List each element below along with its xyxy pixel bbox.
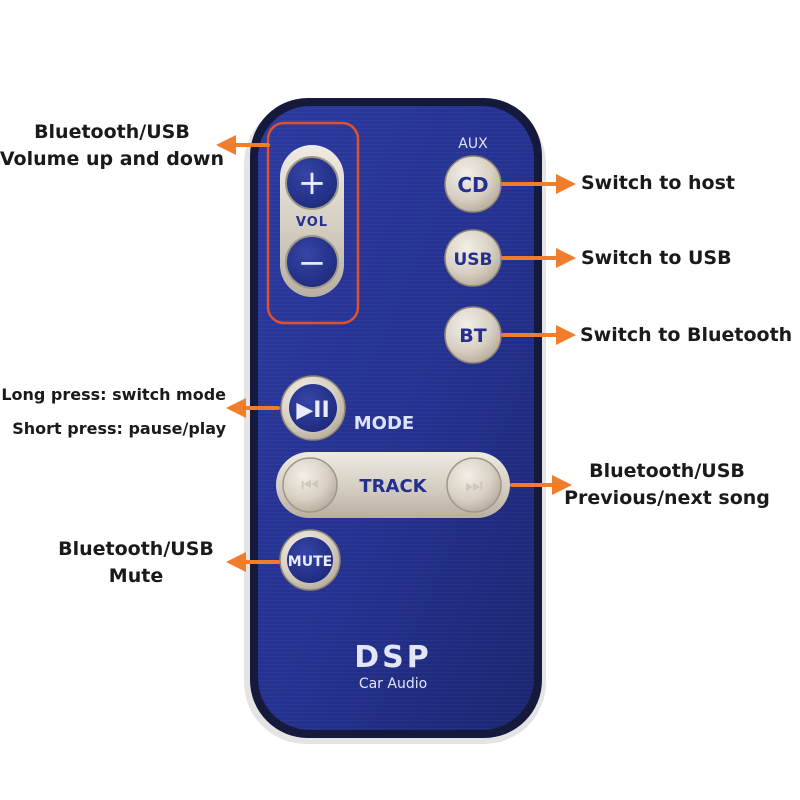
next-icon: ⏭ <box>465 473 483 497</box>
minus-icon: − <box>298 243 327 283</box>
brand-logo: DSP <box>354 640 432 675</box>
cd-button[interactable]: CD <box>444 155 502 213</box>
track-label: TRACK <box>359 476 427 497</box>
next-track-button[interactable]: ⏭ <box>446 457 502 513</box>
cd-button-label: CD <box>457 173 488 197</box>
annotation-volume-line2: Volume up and down <box>0 148 224 170</box>
prev-track-button[interactable]: ⏮ <box>282 457 338 513</box>
mode-label: MODE <box>354 413 414 434</box>
annotation-mute-line2: Mute <box>108 565 164 587</box>
aux-label: AUX <box>458 136 488 152</box>
annotation-bluetooth-text: Switch to Bluetooth <box>580 324 793 346</box>
annotation-mode-line1: Long press: switch mode <box>1 385 226 404</box>
track-rocker <box>276 452 510 518</box>
play-pause-button[interactable]: ▶II <box>280 375 346 441</box>
usb-button-label: USB <box>453 250 492 270</box>
bt-button-label: BT <box>459 325 486 347</box>
annotation-volume: Bluetooth/USB Volume up and down <box>0 119 224 173</box>
play-pause-icon: ▶II <box>296 398 329 423</box>
annotation-usb: Switch to USB <box>581 245 732 272</box>
vol-up-button[interactable]: + <box>285 156 339 210</box>
brand-subtitle: Car Audio <box>359 676 427 692</box>
annotation-host-text: Switch to host <box>581 172 735 194</box>
annotation-mute: Bluetooth/USB Mute <box>58 536 214 590</box>
annotation-host: Switch to host <box>581 170 735 197</box>
annotation-mode-line2: Short press: pause/play <box>12 419 226 438</box>
usb-button[interactable]: USB <box>444 229 502 287</box>
mute-button[interactable]: MUTE <box>279 529 341 591</box>
plus-icon: + <box>298 163 327 203</box>
prev-icon: ⏮ <box>301 473 319 497</box>
bt-button[interactable]: BT <box>444 306 502 364</box>
mute-button-label: MUTE <box>288 554 332 570</box>
annotation-mode: Long press: switch mode Short press: pau… <box>1 378 226 446</box>
vol-down-button[interactable]: − <box>285 235 339 289</box>
annotation-usb-text: Switch to USB <box>581 247 732 269</box>
annotation-arrows <box>216 135 576 572</box>
annotation-mute-line1: Bluetooth/USB <box>58 538 214 560</box>
annotation-volume-line1: Bluetooth/USB <box>34 121 190 143</box>
volume-highlight-box <box>266 121 360 325</box>
annotation-track: Bluetooth/USB Previous/next song <box>564 458 770 512</box>
vol-label: VOL <box>296 215 328 230</box>
annotation-track-line2: Previous/next song <box>564 487 770 509</box>
annotation-bluetooth: Switch to Bluetooth <box>580 322 792 349</box>
annotation-track-line1: Bluetooth/USB <box>589 460 745 482</box>
